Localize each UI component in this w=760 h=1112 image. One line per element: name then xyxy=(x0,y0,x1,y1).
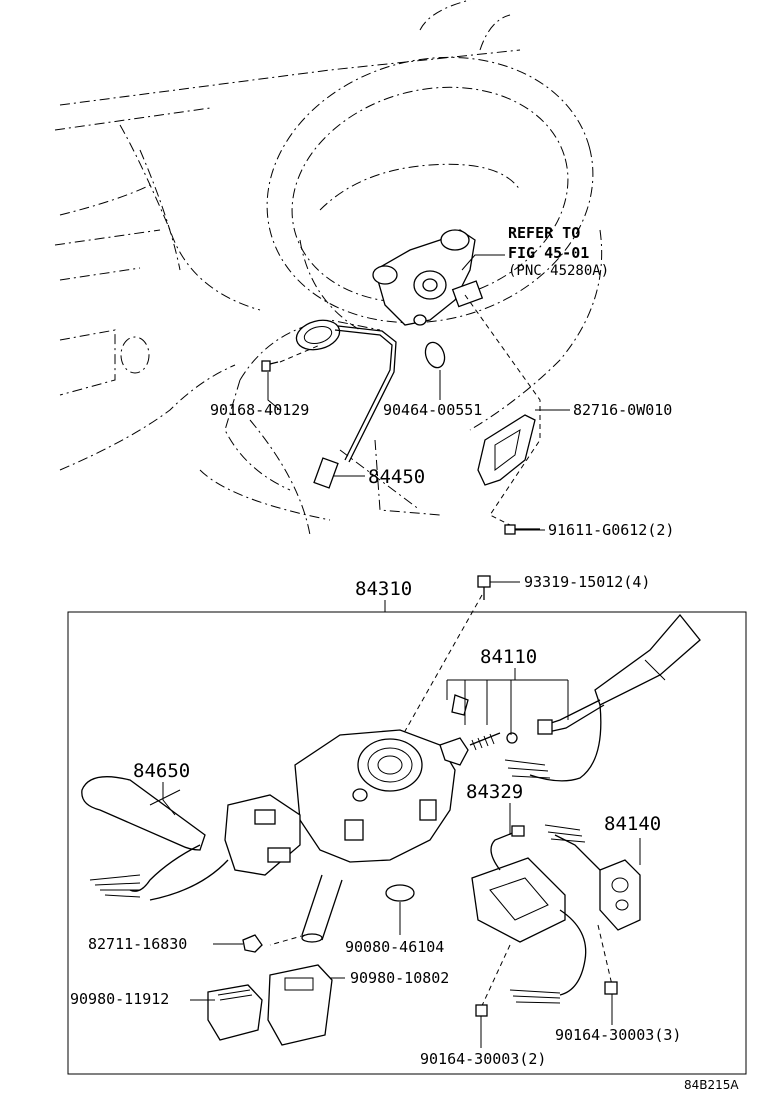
transponder-amplifier xyxy=(295,319,397,489)
label-90168-40129[interactable]: 90168-40129 xyxy=(210,401,310,419)
label-84140[interactable]: 84140 xyxy=(604,813,662,835)
label-90980-10802[interactable]: 90980-10802 xyxy=(350,969,450,987)
key-cylinder-assembly xyxy=(372,229,484,326)
label-82716-0W010[interactable]: 82716-0W010 xyxy=(573,401,673,419)
label-90164-30003-2[interactable]: 90164-30003(2) xyxy=(420,1050,547,1068)
diagram-code: 84B215A xyxy=(684,1078,739,1092)
label-82711-16830[interactable]: 82711-16830 xyxy=(88,935,188,953)
leader-lines xyxy=(162,254,641,1048)
ring-90464-00551 xyxy=(424,341,446,369)
dashboard-outline xyxy=(54,0,603,536)
assembly-frame xyxy=(67,611,747,1075)
column-shaft xyxy=(301,874,343,943)
clamp-90080-46104 xyxy=(385,884,415,902)
label-90080-46104[interactable]: 90080-46104 xyxy=(345,938,445,956)
label-84450[interactable]: 84450 xyxy=(368,466,426,488)
clip-82711-16830 xyxy=(242,934,263,953)
turn-signal-switch xyxy=(439,613,701,782)
refer-to-figure-link[interactable]: FIG 45-01 xyxy=(508,244,590,262)
label-84329[interactable]: 84329 xyxy=(466,781,524,803)
connector-90980-10802 xyxy=(267,964,333,1046)
refer-to-line1: REFER TO xyxy=(508,224,581,242)
label-93319-15012[interactable]: 93319-15012(4) xyxy=(524,573,651,591)
screw-90168-40129 xyxy=(261,360,279,372)
refer-to-pnc: (PNC 45280A) xyxy=(508,263,610,279)
label-90164-30003-3[interactable]: 90164-30003(3) xyxy=(555,1026,682,1044)
cruise-control-switch xyxy=(544,824,641,931)
combination-switch-body xyxy=(294,729,456,863)
label-84110[interactable]: 84110 xyxy=(480,646,538,668)
spiral-cable-sensor xyxy=(471,825,587,1004)
wiper-switch xyxy=(81,776,301,901)
screw-93319-15012 xyxy=(477,575,491,600)
label-90464-00551[interactable]: 90464-00551 xyxy=(383,401,483,419)
screw-90164-30003-b xyxy=(475,1004,488,1017)
label-90980-11912[interactable]: 90980-11912 xyxy=(70,990,170,1008)
label-84310[interactable]: 84310 xyxy=(355,578,413,600)
connector-90980-11912 xyxy=(207,984,263,1041)
label-84650[interactable]: 84650 xyxy=(133,760,191,782)
bracket-82716-0W010 xyxy=(477,414,536,486)
label-91611-G0612[interactable]: 91611-G0612(2) xyxy=(548,521,675,539)
screw-90164-30003-a xyxy=(604,981,618,995)
